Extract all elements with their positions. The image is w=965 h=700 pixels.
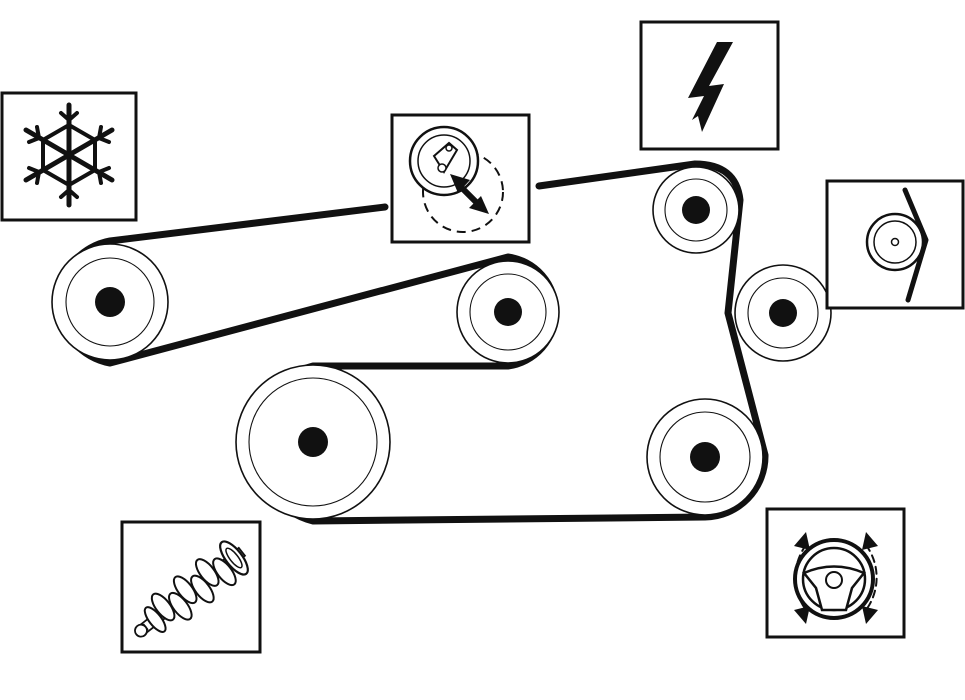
- power-steering-pulley: [646, 398, 764, 516]
- idler-pulley: [734, 264, 832, 362]
- belt-tensioner-box: [390, 113, 531, 244]
- snowflake-icon: [23, 102, 115, 208]
- ac-compressor-box: [0, 91, 138, 222]
- crankshaft-icon: [134, 540, 249, 638]
- lightning-bolt-icon: [688, 42, 733, 132]
- crankshaft-pulley: [235, 364, 391, 520]
- steering-wheel-icon: [793, 532, 878, 624]
- crankshaft-box: [120, 520, 262, 654]
- idler-pulley-box: [825, 179, 965, 310]
- tensioner-pulley: [456, 260, 560, 364]
- power-steering-box: [765, 507, 906, 639]
- tensioner-icon: [408, 125, 504, 233]
- alternator-pulley: [652, 166, 740, 254]
- idler-pulley-icon: [865, 187, 929, 303]
- ac-pulley: [51, 243, 169, 361]
- alternator-box: [639, 20, 780, 151]
